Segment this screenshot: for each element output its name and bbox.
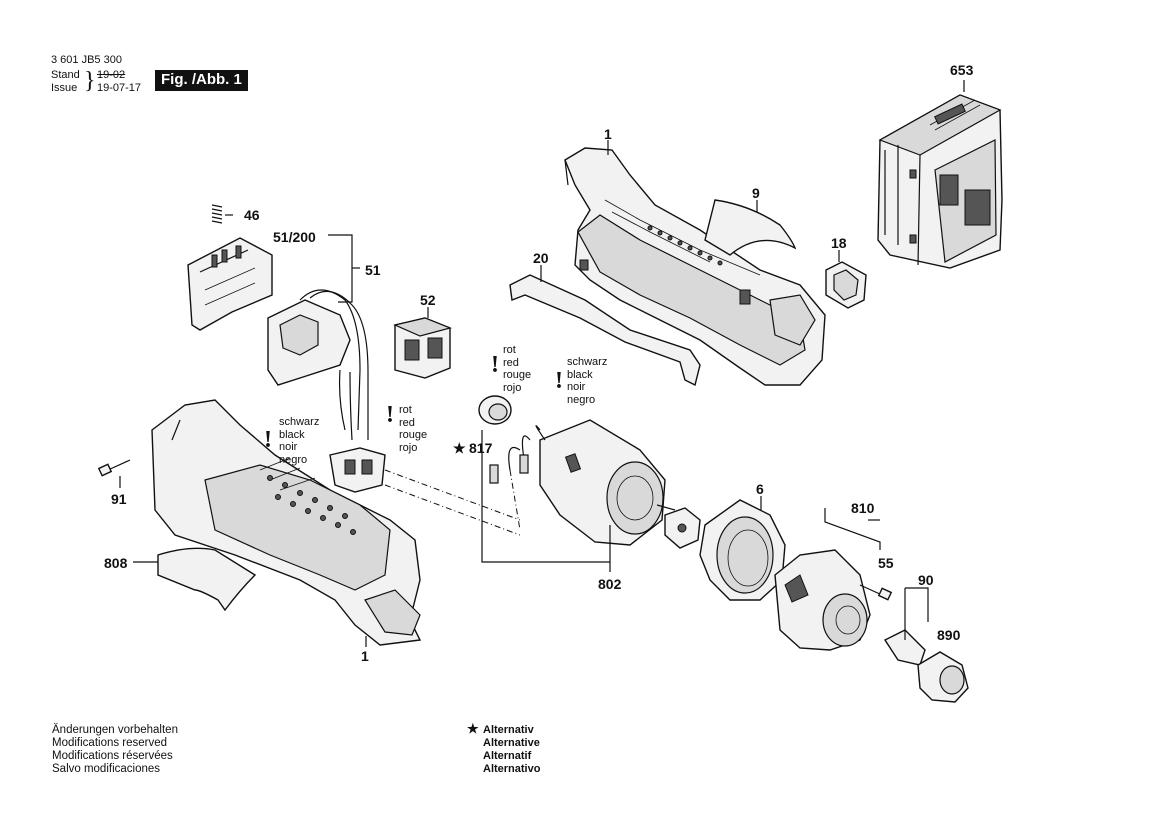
wire-text: schwarz <box>279 416 320 428</box>
footer-line: Alternatif <box>483 750 532 762</box>
part-label-1-bottom: 1 <box>361 648 369 664</box>
battery-pack-653 <box>877 94 1003 269</box>
ring-817 <box>478 395 512 425</box>
wire-text: noir <box>279 441 298 453</box>
wire-text: rojo <box>399 441 418 454</box>
warning-mark-red-1: ! <box>386 402 394 428</box>
part-label-653: 653 <box>950 62 974 78</box>
circuit-plate-51-200 <box>187 237 273 331</box>
part-label-802: 802 <box>598 576 622 592</box>
part-label-6: 6 <box>756 481 764 497</box>
motor-802 <box>489 419 676 546</box>
part-label-55: 55 <box>878 555 894 571</box>
footer-line: Modifications reserved <box>52 737 168 749</box>
part-label-46: 46 <box>244 207 260 223</box>
gear-housing-810 <box>774 549 871 651</box>
issue-value: 19-07-17 <box>97 82 142 94</box>
part-label-890: 890 <box>937 627 961 643</box>
wire-text: red <box>503 356 519 369</box>
label-808 <box>157 547 257 612</box>
screw-55 <box>859 584 893 601</box>
brace-icon: } <box>84 68 96 94</box>
wire-text: negro <box>567 393 596 406</box>
fan-cover-6 <box>699 499 786 601</box>
part-label-51-200: 51/200 <box>273 229 316 245</box>
wire-text: rot <box>399 404 412 416</box>
part-label-51: 51 <box>365 262 381 278</box>
footer-modifications: Änderungen vorbehalten Modifications res… <box>52 724 178 776</box>
footer-line: Alternative <box>483 737 540 749</box>
footer-line: Salvo modificaciones <box>52 763 161 775</box>
wire-text: red <box>399 416 415 429</box>
warning-mark-red-2: ! <box>491 352 499 378</box>
housing-half-bottom-1 <box>151 399 422 646</box>
wire-text: noir <box>567 381 586 393</box>
part-label-808: 808 <box>104 555 128 571</box>
part-label-817: 817 <box>469 440 493 456</box>
footer-line: Änderungen vorbehalten <box>52 724 178 736</box>
part-label-1-top: 1 <box>604 126 612 142</box>
wire-text: black <box>279 428 305 441</box>
stand-value: 19-02 <box>97 69 126 81</box>
screw-91 <box>97 459 131 477</box>
part-label-810: 810 <box>851 500 875 516</box>
issue-label: Issue <box>51 82 78 94</box>
part-label-90: 90 <box>918 572 934 588</box>
wire-note-red-1: rot red rouge rojo <box>399 404 427 454</box>
footer-alternative: Alternativ Alternative Alternatif Altern… <box>483 724 540 776</box>
wire-text: rouge <box>399 429 428 441</box>
assembly-dash-lines <box>384 469 521 536</box>
collet-90 <box>883 629 926 666</box>
wire-text: rojo <box>503 381 522 394</box>
wire-note-red-2: rot red rouge rojo <box>503 344 531 394</box>
fan-gear <box>664 507 701 549</box>
footer-line: Alternativ <box>483 724 534 736</box>
spring-46 <box>211 204 223 224</box>
wire-text: black <box>567 368 593 381</box>
part-label-18: 18 <box>831 235 847 251</box>
electronic-module-52 <box>393 317 452 379</box>
part-label-52: 52 <box>420 292 436 308</box>
wire-note-black-1: schwarz black noir negro <box>279 416 319 466</box>
switch-module-51 <box>267 289 386 493</box>
footer-line: Modifications réservées <box>52 750 173 762</box>
wire-text: negro <box>279 453 308 466</box>
wire-text: schwarz <box>567 356 608 368</box>
footer-line: Alternativo <box>483 763 541 775</box>
star-icon-817: ★ <box>453 440 466 456</box>
warning-mark-black-1: ! <box>264 427 272 453</box>
nut-890 <box>917 651 969 703</box>
wire-note-black-2: schwarz black noir negro <box>567 356 607 406</box>
housing-half-top-1 <box>564 147 826 386</box>
switch-18 <box>825 261 867 309</box>
part-number: 3 601 JB5 300 <box>51 54 122 66</box>
figure-label: Fig. /Abb. 1 <box>155 70 248 91</box>
part-label-9: 9 <box>752 185 760 201</box>
part-label-20: 20 <box>533 250 549 266</box>
part-label-91: 91 <box>111 491 127 507</box>
leader-lines <box>119 80 965 647</box>
stand-label: Stand <box>51 69 80 81</box>
label-9 <box>704 199 797 256</box>
star-icon-footer: ★ <box>467 721 479 736</box>
slider-bar-20 <box>509 274 701 387</box>
warning-mark-black-2: ! <box>555 368 563 394</box>
wire-text: rot <box>503 344 516 356</box>
wire-text: rouge <box>503 369 532 381</box>
